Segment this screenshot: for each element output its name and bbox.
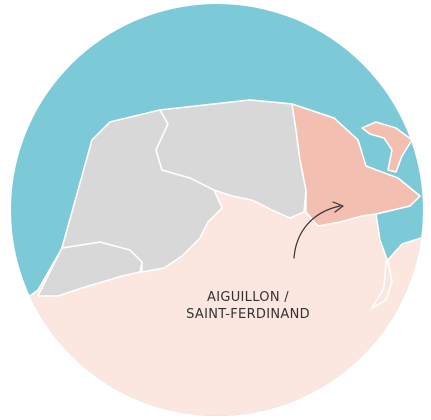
pointer-arrow [293,205,341,259]
arrow-head [332,201,344,213]
district-aiguillon-saint-ferdinand [291,103,421,227]
district-label: AIGUILLON / SAINT-FERDINAND [178,289,318,323]
district-label-line2: SAINT-FERDINAND [186,307,310,322]
district-east-hook [361,121,413,173]
district-label-line1: AIGUILLON / [207,290,289,305]
